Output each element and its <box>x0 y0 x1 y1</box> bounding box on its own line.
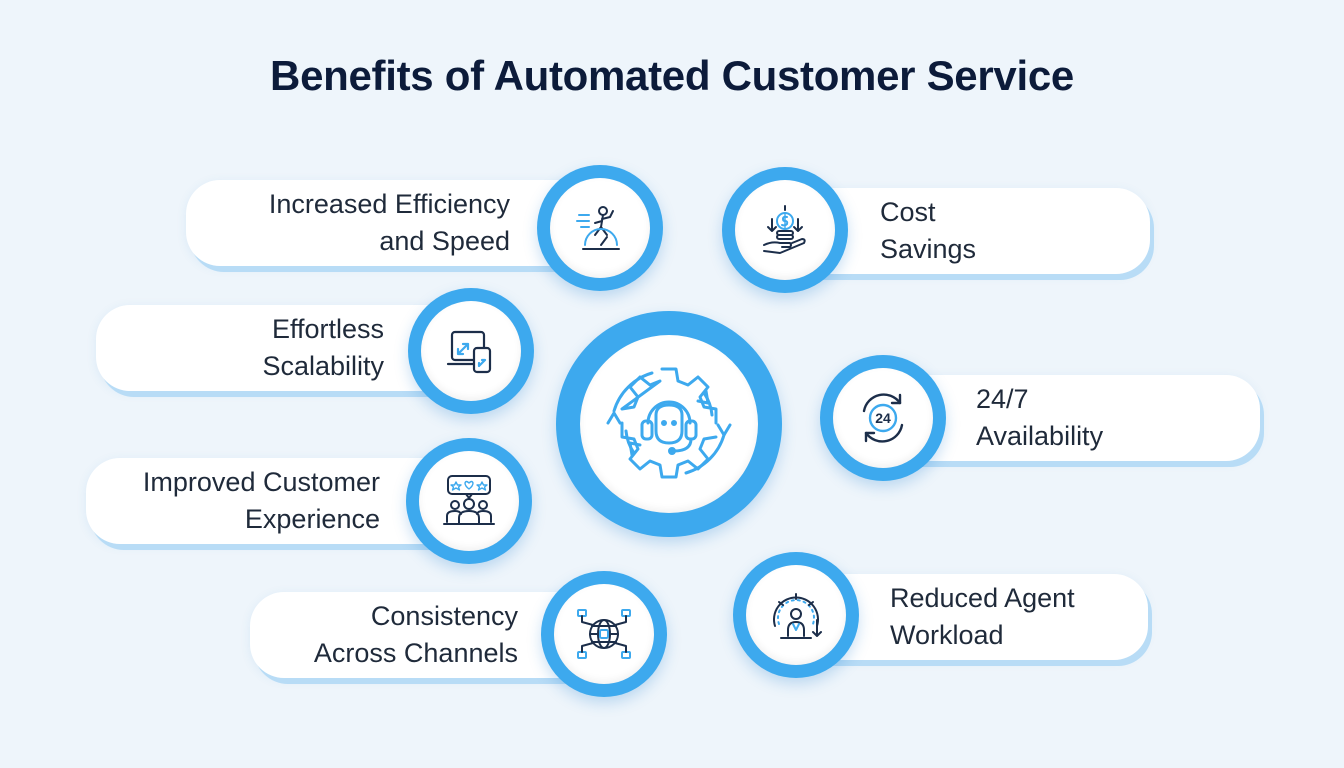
benefit-experience-line2: Experience <box>244 504 380 534</box>
coin-hand-icon <box>763 205 806 254</box>
benefit-cost-line1: Cost <box>880 197 936 227</box>
benefit-availability-line2: Availability <box>976 421 1104 451</box>
svg-text:24: 24 <box>875 410 891 426</box>
page-title: Benefits of Automated Customer Service <box>270 52 1074 99</box>
globe-channels-icon <box>577 609 631 659</box>
benefit-icon-ring-availability: 24 <box>820 355 946 481</box>
benefit-scalability-line2: Scalability <box>262 351 384 381</box>
benefit-icon-ring-scalability <box>408 288 534 414</box>
benefit-availability-line1: 24/7 <box>976 384 1029 414</box>
benefit-icon-ring-workload <box>733 552 859 678</box>
benefit-workload-line1: Reduced Agent <box>890 583 1075 613</box>
clock-24-icon: 24 <box>862 393 904 443</box>
benefit-experience-line1: Improved Customer <box>142 467 380 497</box>
benefit-icon-ring-experience <box>406 438 532 564</box>
customer-rating-icon <box>443 475 495 525</box>
center-hub <box>556 311 782 537</box>
speed-runner-icon <box>576 206 620 250</box>
benefit-consistency-line2: Across Channels <box>313 638 518 668</box>
benefit-efficiency-line2: and Speed <box>379 226 510 256</box>
benefit-consistency-line1: Consistency <box>370 601 518 631</box>
benefit-icon-ring-consistency <box>541 571 667 697</box>
benefit-scalability-line1: Effortless <box>271 314 384 344</box>
benefit-efficiency-line1: Increased Efficiency <box>268 189 510 219</box>
benefit-workload-line2: Workload <box>890 620 1004 650</box>
benefit-icon-ring-efficiency <box>537 165 663 291</box>
agent-workload-icon <box>773 593 822 639</box>
headset-gear-icon <box>606 367 732 479</box>
benefit-cost-line2: Savings <box>880 234 977 264</box>
scale-devices-icon <box>446 330 492 374</box>
benefit-icon-ring-cost <box>722 167 848 293</box>
